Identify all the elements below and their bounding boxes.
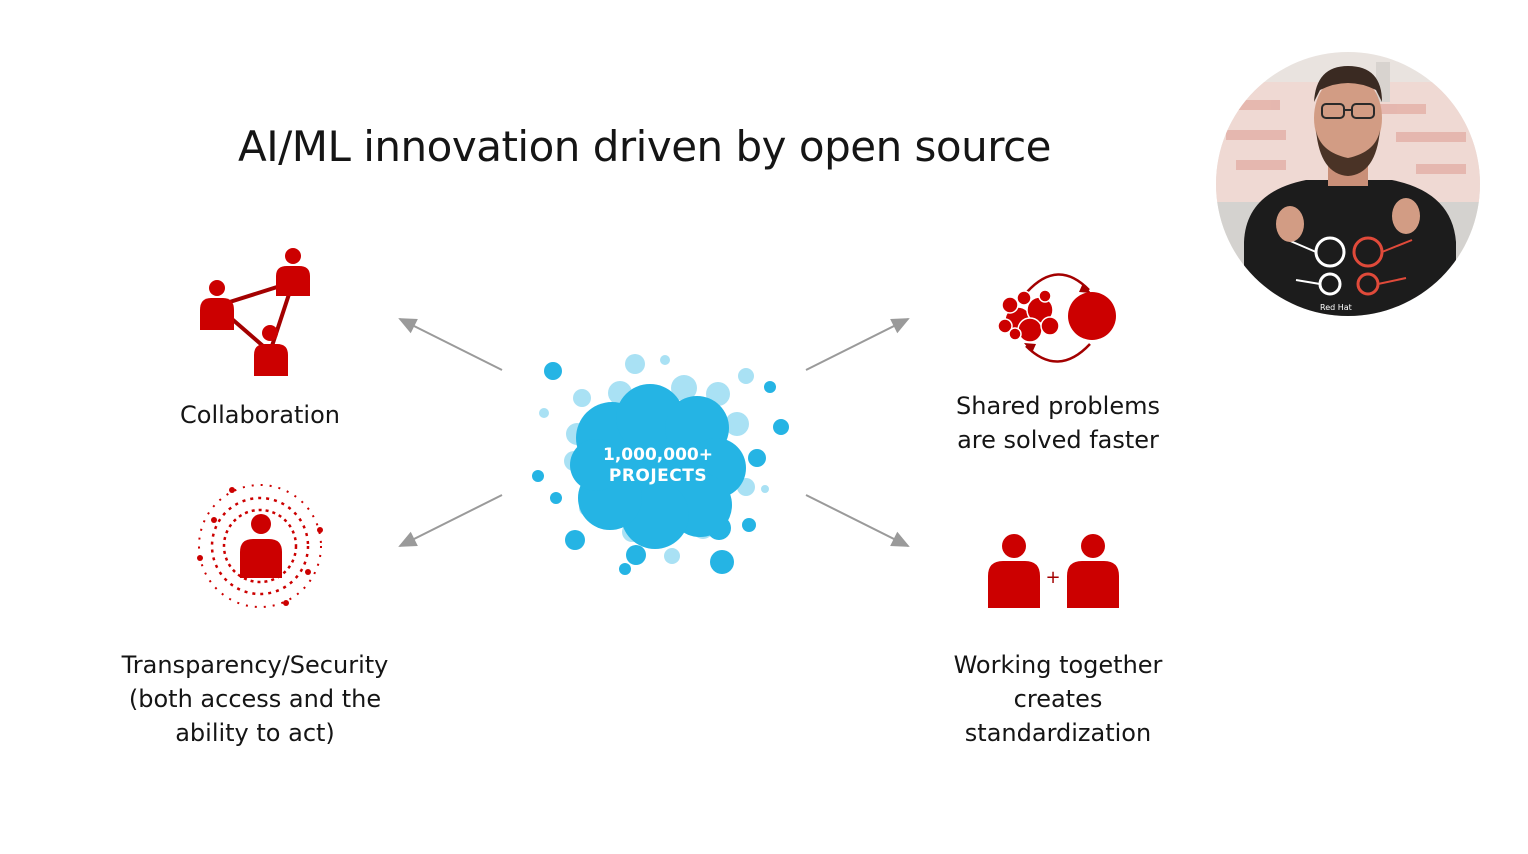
working-together-people-icon: +: [988, 534, 1119, 608]
benefit-text-line: ability to act): [175, 719, 335, 747]
shirt-logo-text: Red Hat: [1320, 303, 1352, 312]
transparency-radar-person-icon: [197, 484, 323, 608]
benefit-label-shared-problems: Shared problems are solved faster: [918, 389, 1198, 457]
hub-label-projects: PROJECTS: [609, 466, 707, 486]
arrow-to-collaboration: [398, 318, 503, 371]
benefit-label-collaboration: Collaboration: [130, 398, 390, 432]
benefit-text-line: Shared problems: [956, 392, 1160, 420]
collaboration-network-icon: [200, 248, 310, 376]
benefit-label-working-together: Working together creates standardization: [918, 648, 1198, 750]
benefit-text-line: are solved faster: [957, 426, 1159, 454]
shared-problems-cycle-icon: [997, 273, 1116, 363]
benefit-text-line: Collaboration: [180, 401, 340, 429]
benefit-text-line: creates: [1013, 685, 1103, 713]
benefit-text-line: Transparency/Security: [121, 651, 389, 679]
benefit-text-line: (both access and the: [128, 685, 382, 713]
slide-title: AI/ML innovation driven by open source: [238, 122, 1052, 171]
benefit-text-line: Working together: [953, 651, 1163, 679]
benefit-label-transparency: Transparency/Security (both access and t…: [90, 648, 420, 750]
hub-label-count: 1,000,000+: [603, 445, 713, 465]
arrow-to-transparency: [398, 494, 503, 547]
arrow-to-shared-problems: [805, 318, 910, 371]
arrow-to-working-together: [805, 494, 910, 547]
plus-sign: +: [1045, 567, 1060, 588]
benefit-text-line: standardization: [964, 719, 1152, 747]
presenter-video-frame: Red Hat: [1216, 52, 1480, 316]
shirt-circuit-graphic: Red Hat: [1287, 236, 1413, 312]
presenter-webcam: Red Hat: [1216, 52, 1480, 316]
projects-hub-cloud: 1,000,000+ PROJECTS: [532, 354, 789, 575]
